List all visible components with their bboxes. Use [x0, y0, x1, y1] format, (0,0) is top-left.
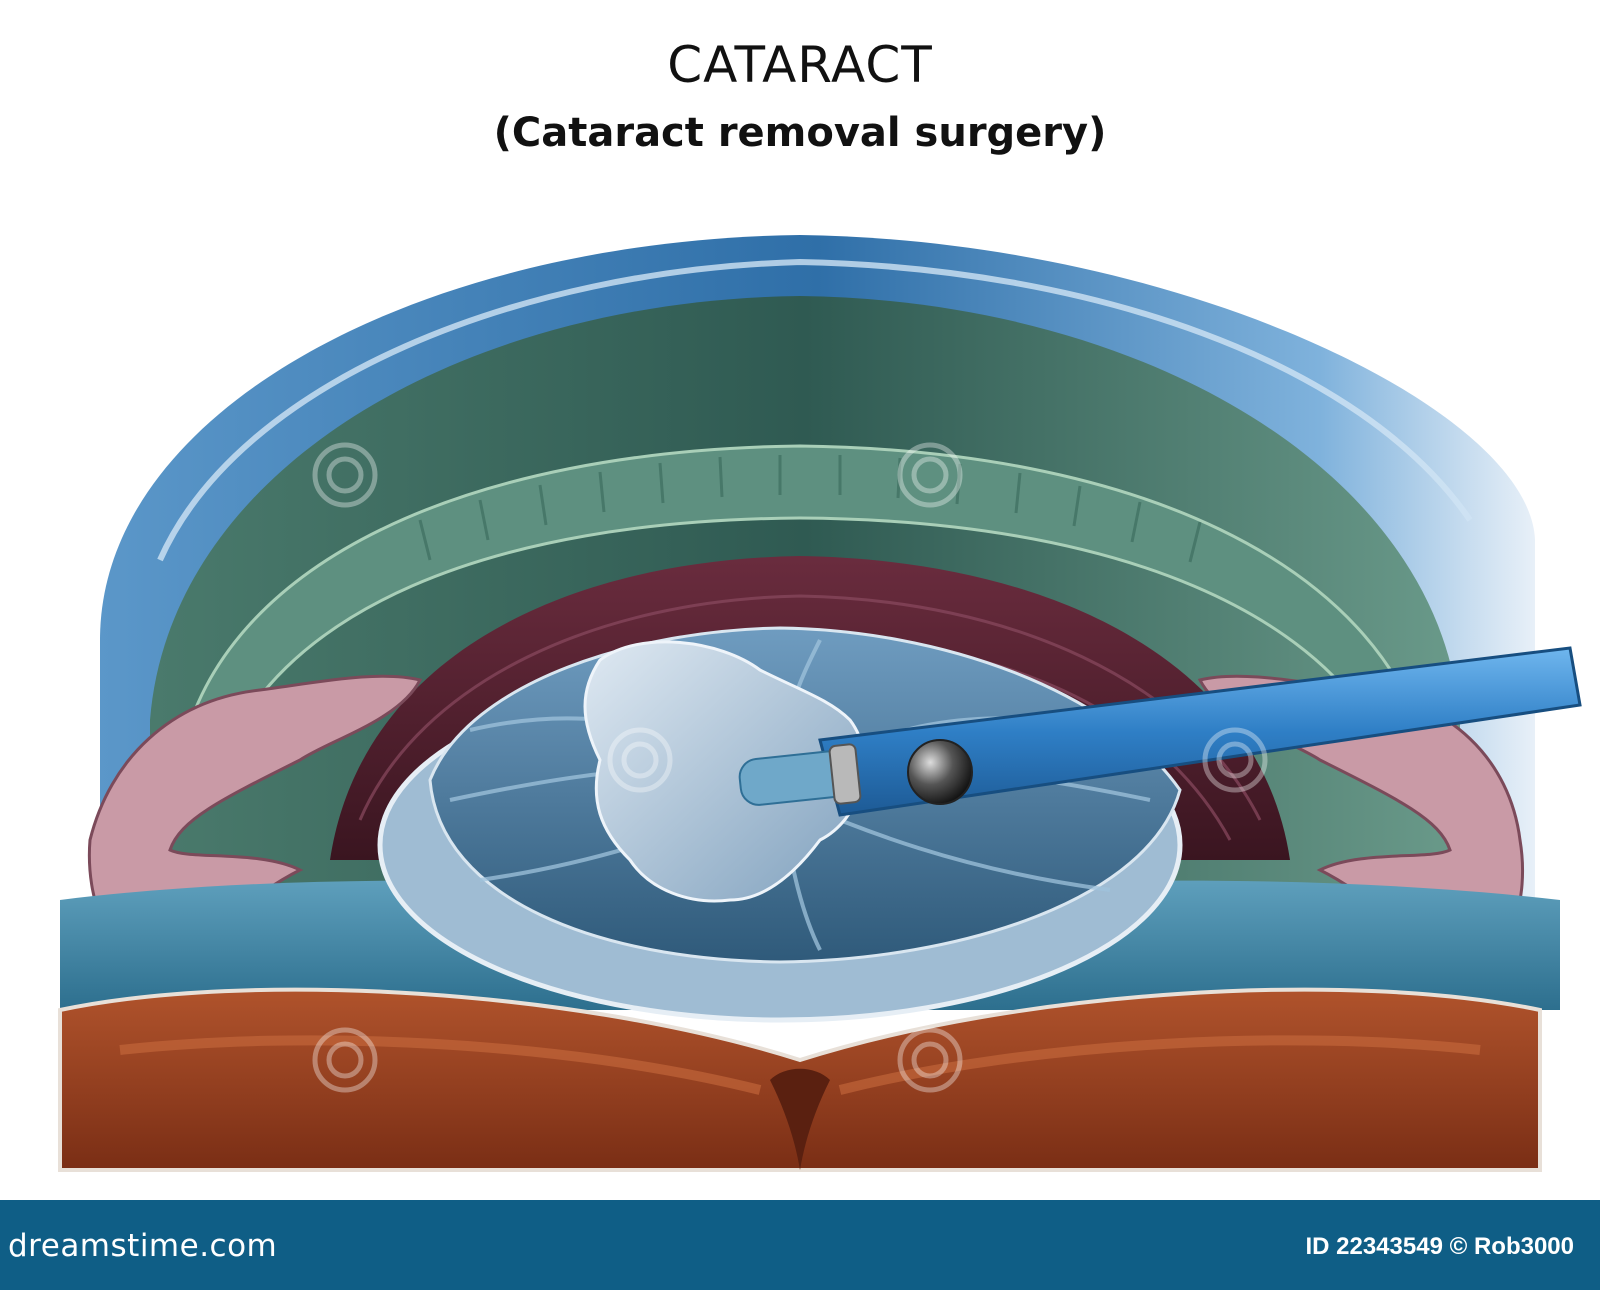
- cataract-fragment: [583, 640, 866, 903]
- footer-bar: dreamstime.com ID 22343549 © Rob3000: [0, 1200, 1600, 1290]
- copyright-symbol: ©: [1449, 1233, 1468, 1260]
- brand-text: dreamstime.com: [8, 1228, 278, 1264]
- watermark-spiral-icon: [312, 442, 1268, 1093]
- image-id: ID 22343549: [1305, 1233, 1443, 1260]
- retina-highlight: [119, 1035, 762, 1095]
- surgical-probe-icon: [738, 646, 1582, 817]
- page-title: CATARACT: [667, 36, 933, 94]
- ciliary-ridges: [418, 455, 1202, 563]
- page-subtitle: (Cataract removal surgery): [493, 110, 1107, 156]
- optic-notch: [770, 1068, 830, 1170]
- cataract-surgery-illustration: [58, 235, 1582, 1172]
- image-credit: ID 22343549 © Rob3000: [1305, 1233, 1574, 1261]
- cornea-highlight: [157, 258, 1473, 562]
- retina-highlight-right: [838, 1035, 1481, 1095]
- author-name: Rob3000: [1473, 1233, 1574, 1260]
